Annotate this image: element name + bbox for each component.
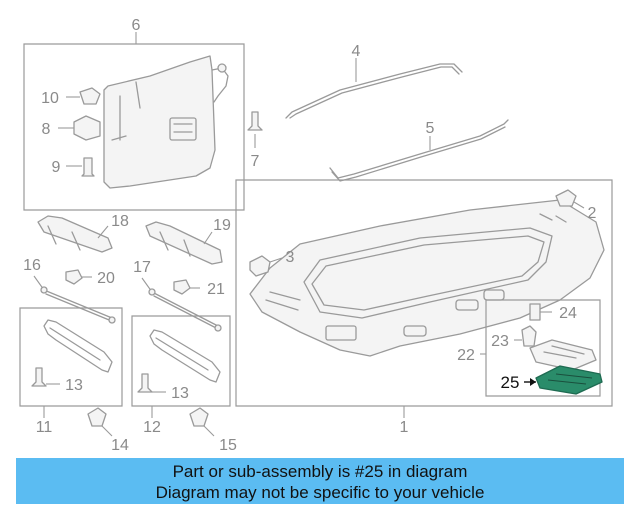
label-13a: 13	[65, 377, 83, 394]
rod-16	[43, 289, 115, 323]
rod-17	[151, 291, 221, 331]
weatherstrip-5	[329, 119, 509, 179]
box-1	[235, 179, 613, 407]
sun-visor	[103, 55, 216, 189]
banner-line-2: Diagram may not be specific to your vehi…	[155, 483, 485, 502]
bracket-18	[37, 215, 113, 253]
label-21: 21	[207, 281, 225, 298]
label-2: 2	[588, 205, 597, 222]
label-22: 22	[457, 347, 475, 364]
assist-handles	[19, 215, 231, 437]
box-11	[19, 307, 123, 407]
box-12	[131, 315, 231, 407]
banner-line-1: Part or sub-assembly is #25 in diagram	[172, 462, 468, 481]
label-23: 23	[491, 333, 509, 350]
label-16: 16	[23, 257, 41, 274]
cap-14	[87, 407, 107, 427]
label-8: 8	[42, 121, 51, 138]
label-1: 1	[400, 419, 409, 436]
bracket-3	[249, 255, 271, 277]
bulb-24	[529, 303, 541, 321]
weatherstrips	[285, 58, 509, 182]
grab-handle-12	[149, 329, 221, 383]
sunvisor-group	[23, 32, 263, 211]
screw-7	[247, 111, 263, 131]
label-19: 19	[213, 217, 231, 234]
label-3: 3	[286, 249, 295, 266]
label-15: 15	[219, 437, 237, 454]
label-24: 24	[559, 305, 577, 322]
label-5: 5	[426, 120, 435, 137]
grab-handle-11	[43, 319, 113, 373]
clip-21	[173, 279, 191, 295]
label-6: 6	[132, 17, 141, 34]
label-12: 12	[143, 419, 161, 436]
weatherstrip-4	[285, 63, 463, 119]
label-20: 20	[97, 270, 115, 287]
label-25: 25	[501, 373, 520, 392]
label-11: 11	[36, 419, 53, 436]
screw-9	[81, 157, 95, 177]
box-6	[23, 43, 245, 211]
clip-20	[65, 269, 83, 285]
lamp-lens-25	[535, 365, 603, 395]
headliner-group	[235, 179, 613, 418]
visor-clip-10	[79, 87, 101, 105]
bulb-23	[521, 325, 537, 347]
label-7: 7	[251, 153, 260, 170]
label-18: 18	[111, 213, 129, 230]
box-22	[485, 299, 601, 397]
label-4: 4	[352, 43, 361, 60]
cap-15	[189, 407, 209, 427]
label-10: 10	[41, 90, 59, 107]
label-9: 9	[52, 159, 61, 176]
sunroof-opening	[303, 227, 553, 319]
screw-13a	[31, 367, 47, 387]
visor-holder-8	[73, 115, 101, 141]
bracket-19	[145, 221, 223, 265]
clip-2	[555, 189, 577, 207]
dome-lamp-group	[480, 299, 603, 397]
screw-13b	[137, 373, 153, 393]
label-14: 14	[111, 437, 129, 454]
label-17: 17	[133, 259, 151, 276]
info-banner: Part or sub-assembly is #25 in diagram D…	[16, 458, 624, 504]
label-13b: 13	[171, 385, 189, 402]
